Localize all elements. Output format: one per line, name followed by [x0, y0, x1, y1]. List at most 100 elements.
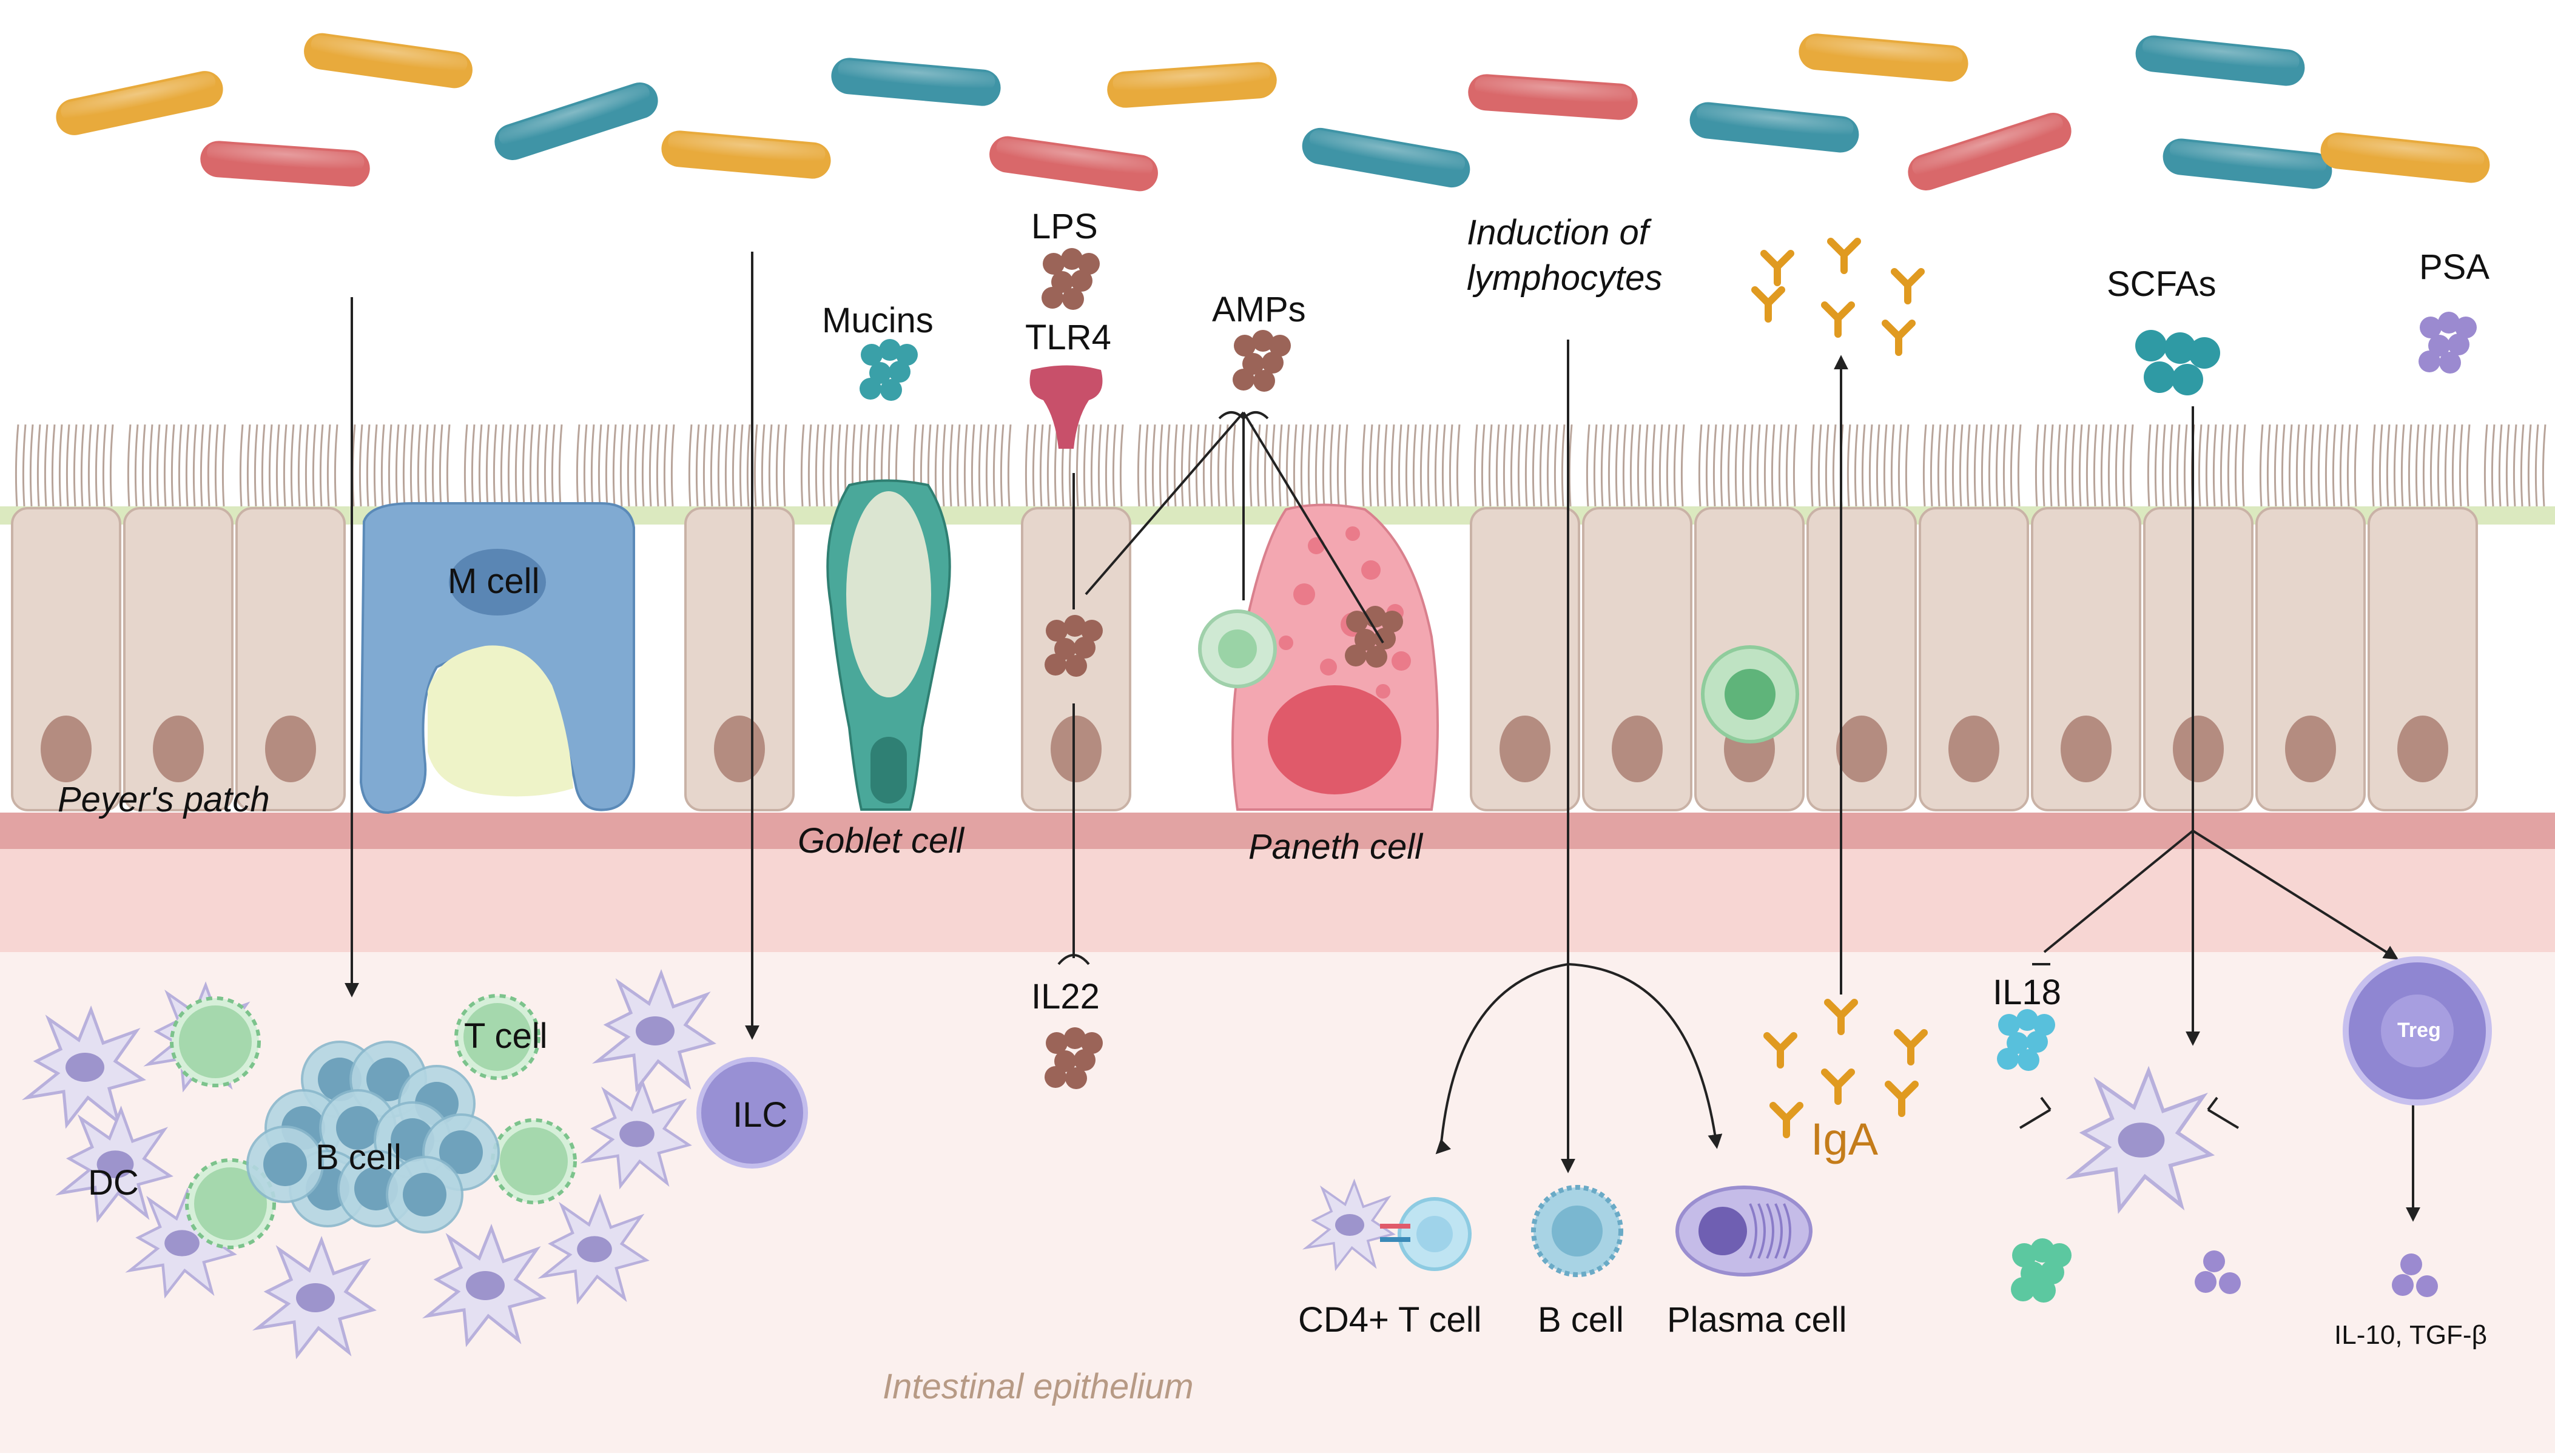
label-iga: IgA [1811, 1114, 1879, 1164]
bacterium [661, 130, 831, 179]
b-cell [386, 1156, 463, 1233]
bacterium [200, 141, 370, 187]
amp-dots [1233, 330, 1291, 392]
b-cell-lp [1531, 1185, 1623, 1277]
bacterium [1468, 74, 1638, 120]
dendritic-cell [422, 1223, 547, 1347]
epithelial-cell [1470, 507, 1580, 811]
scfa-dots [2135, 330, 2220, 395]
paneth-cell [1231, 503, 1439, 811]
bacterium [1689, 102, 1859, 153]
tlr4-receptor [1029, 365, 1103, 449]
label-il22: IL22 [1031, 977, 1100, 1016]
epithelial-cell [123, 507, 234, 811]
paneth-granule [1293, 583, 1315, 605]
epithelial-cell [1806, 507, 1917, 811]
bacterium [2163, 138, 2332, 189]
label-induction-line2: lymphocytes [1467, 258, 1663, 298]
epithelial-nucleus [2173, 716, 2224, 782]
bacteria-group [56, 33, 2490, 192]
epithelial-cell [1919, 507, 2029, 811]
treg-cell [2343, 956, 2492, 1105]
iga-antibody [1821, 301, 1855, 338]
iga-antibody [1769, 1102, 1803, 1138]
t-cell [454, 994, 540, 1080]
bacterium [1908, 113, 2072, 190]
bacterium [1302, 127, 1470, 188]
dendritic-cell [55, 1105, 173, 1223]
epithelial-nucleus [41, 716, 92, 782]
b-cell [246, 1126, 324, 1203]
bacterium [2320, 132, 2490, 183]
dendritic-cell [125, 1187, 237, 1299]
iga-antibody [1894, 1029, 1928, 1065]
bacterium [304, 33, 473, 89]
epithelial-nucleus [2061, 716, 2112, 782]
bacterium [1799, 33, 1968, 82]
paneth-granule [1392, 651, 1411, 671]
label-amps: AMPs [1212, 290, 1306, 329]
epithelial-nucleus [265, 716, 316, 782]
label-il10-tgfb: IL-10, TGF-β [2334, 1320, 2487, 1350]
label-scfas: SCFAs [2107, 264, 2217, 304]
paneth-granule [1279, 636, 1293, 650]
epithelial-nucleus [1051, 716, 1102, 782]
basement-membrane [0, 813, 2555, 849]
dendritic-cell [1302, 1178, 1396, 1272]
label-b-cell: B cell [1538, 1300, 1624, 1340]
label-psa: PSA [2419, 247, 2490, 287]
microvilli [15, 424, 2547, 507]
bacterium [56, 71, 223, 135]
paneth-granule [1308, 537, 1325, 554]
psa-dots [2419, 312, 2477, 374]
label-mucins: Mucins [822, 301, 934, 340]
t-cell [170, 996, 261, 1087]
epithelial-cell [2368, 507, 2478, 811]
plasma-cell [1675, 1186, 1813, 1277]
label-cd4-t-cell: CD4+ T cell [1298, 1300, 1482, 1340]
dendritic-cell [2065, 1065, 2215, 1214]
label-dc: DC [88, 1163, 139, 1203]
label-induction-line1: Induction of [1467, 213, 1649, 252]
epithelial-cell [2143, 507, 2254, 811]
epithelial-cell [684, 507, 795, 811]
molecule-dots [860, 248, 2477, 1303]
epithelial-cell [11, 507, 121, 811]
epithelial-cell [235, 507, 346, 811]
label-paneth-cell: Paneth cell [1248, 827, 1422, 867]
mucin-dots [860, 339, 918, 401]
bacterium [1107, 62, 1277, 108]
epithelial-nucleus [153, 716, 204, 782]
dendritic-cell [252, 1235, 377, 1360]
iga-antibodies [1751, 238, 1928, 1138]
lps-dots [1042, 248, 1100, 310]
immune-cells [21, 968, 2215, 1360]
iga-antibody [1821, 1069, 1855, 1105]
epithelial-cell [1582, 507, 1692, 811]
epithelial-nucleus [2397, 716, 2448, 782]
paneth-granule [1320, 659, 1337, 676]
t-cell [491, 1118, 577, 1204]
iga-antibody [1751, 286, 1785, 323]
label-b-cell-cluster: B cell [315, 1138, 402, 1177]
il22-dots-epithelium [1045, 615, 1103, 677]
label-intestinal-epithelium: Intestinal epithelium [883, 1367, 1194, 1406]
m-cell-nucleus [449, 549, 546, 616]
epithelial-nucleus [2285, 716, 2336, 782]
green-cytokine-dots [2011, 1238, 2072, 1303]
goblet-cell [826, 479, 951, 811]
il10-tgfb-dots [2392, 1253, 2438, 1297]
epithelial-nucleus [1500, 716, 1550, 782]
paneth-granule [1361, 560, 1381, 580]
dendritic-cell [580, 1078, 692, 1190]
paneth-granule [1345, 526, 1360, 541]
purple-cytokine-dots [2195, 1250, 2241, 1294]
label-il18: IL18 [1993, 973, 2061, 1012]
dendritic-cell [591, 968, 716, 1093]
bacterium [2135, 35, 2305, 86]
epithelial-nucleus [1612, 716, 1663, 782]
paneth-granule [1376, 684, 1390, 699]
bacterium [831, 58, 1001, 106]
